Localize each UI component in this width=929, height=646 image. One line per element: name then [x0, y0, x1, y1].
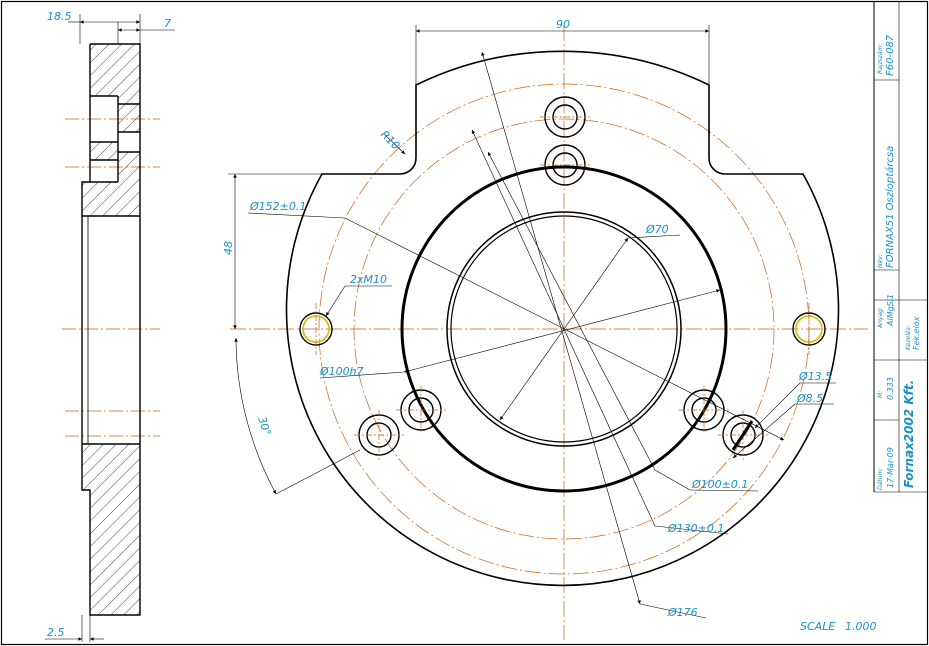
name-label: Név:	[877, 254, 884, 268]
weight-label: M:	[877, 391, 884, 398]
surface-value: Fek.elox	[912, 316, 921, 350]
date-label: Dátum:	[877, 468, 884, 490]
dim-d8-5: Ø8.5	[796, 392, 823, 405]
front-view: 90 R10 48 30° Ø152±0.1 2xM10 Ø70 Ø100h7 …	[222, 18, 868, 640]
material-value: AlMgSi1	[886, 294, 895, 327]
part-name: FORNAX51 Oszloptárcsa	[884, 146, 896, 268]
drawing-number-label: Rajzszám:	[877, 44, 884, 74]
dim-d100h7: Ø100h7	[319, 365, 364, 378]
side-section-view: 18.5 7 2.5	[45, 10, 175, 642]
material-label: Anyag:	[877, 307, 884, 329]
dim-d152: Ø152±0.1	[249, 200, 306, 213]
dim-2xm10: 2xM10	[350, 273, 387, 286]
dim-90: 90	[556, 18, 570, 31]
dim-2-5: 2.5	[47, 626, 65, 639]
dim-30-deg: 30°	[255, 415, 273, 438]
dim-7: 7	[164, 17, 171, 30]
scale-label: SCALE	[800, 620, 835, 633]
company-name: Fornax2002 Kft.	[902, 380, 916, 488]
title-block: Rajzszám: F60-087 Név: FORNAX51 Oszloptá…	[873, 1, 927, 493]
dim-d13-5: Ø13.5	[798, 370, 832, 383]
drawing-number: F60-087	[885, 34, 896, 76]
outer-contour	[285, 50, 840, 587]
dim-48: 48	[222, 241, 235, 255]
dim-d176: Ø176	[667, 606, 698, 619]
dim-d70: Ø70	[645, 223, 669, 236]
dim-r10: R10	[378, 128, 402, 152]
surface-label: Kezelés:	[905, 325, 912, 350]
dim-d100: Ø100±0.1	[691, 478, 748, 491]
dim-18-5: 18.5	[47, 10, 72, 23]
date-value: 17-Mar-09	[886, 447, 895, 488]
scale-value: 1.000	[845, 620, 877, 633]
dim-d130: Ø130±0.1	[667, 522, 724, 535]
weight-value: 0.333	[886, 377, 895, 400]
